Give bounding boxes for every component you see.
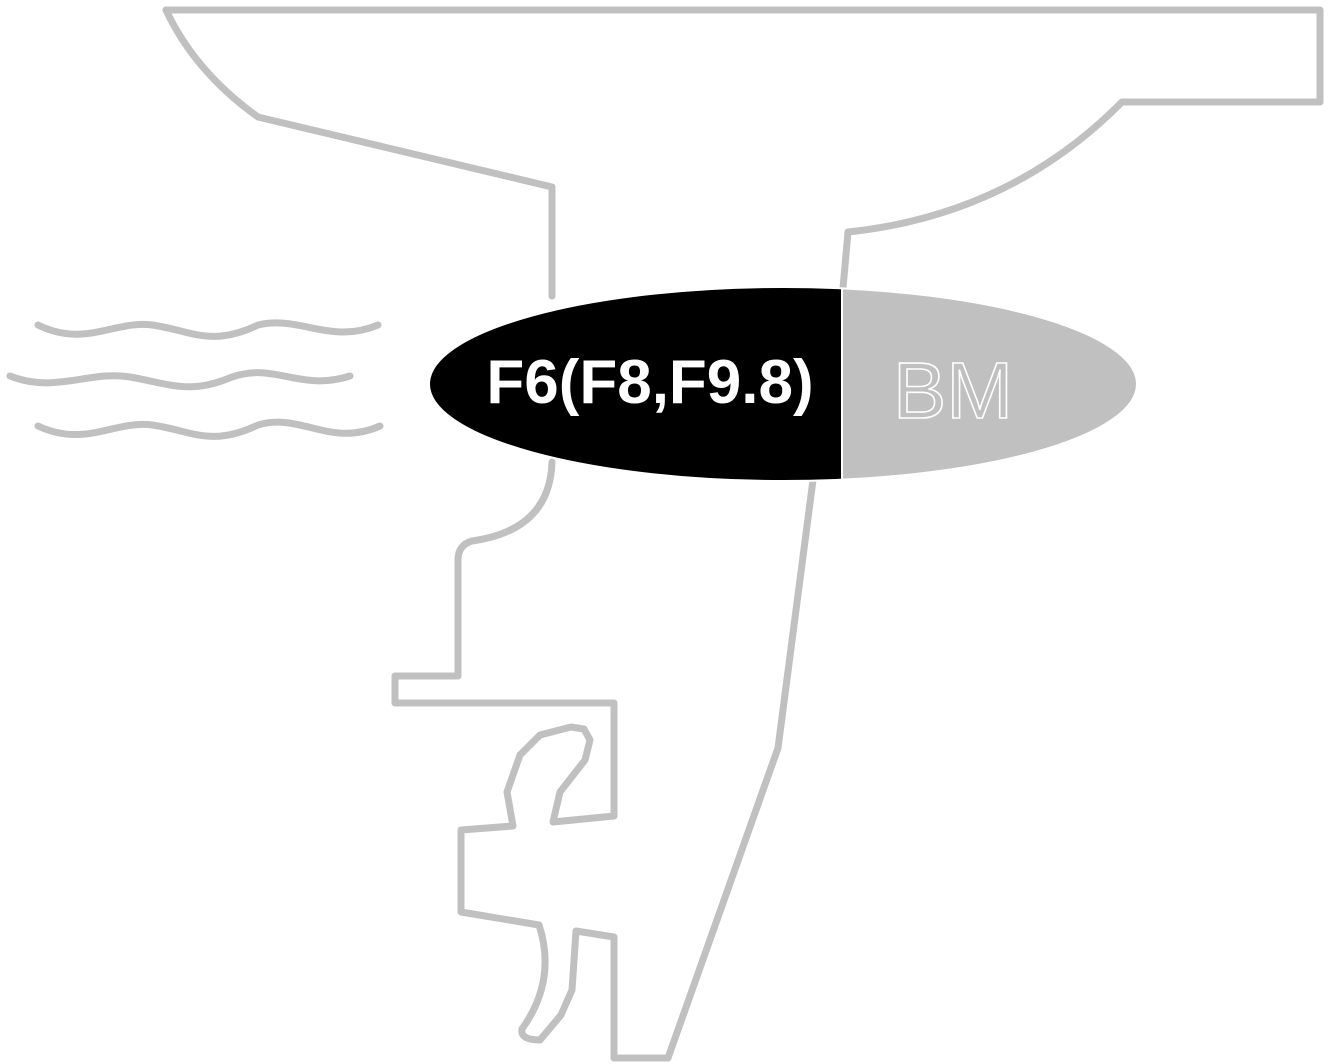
model-suffix-text: BM — [893, 346, 1013, 435]
model-label: F6(F8,F9.8) BM — [428, 286, 1138, 482]
boat-hull-outline — [162, 6, 1324, 292]
motor-bracket-outline — [162, 6, 556, 300]
water-wave-2 — [6, 369, 354, 391]
motor-lower-right-outline — [664, 476, 817, 1062]
model-number-text: F6(F8,F9.8) — [486, 348, 813, 417]
water-wave-1 — [34, 319, 382, 340]
label-border — [428, 286, 1138, 482]
water-wave-3 — [34, 418, 384, 440]
motor-lower-left-outline — [391, 458, 672, 1062]
